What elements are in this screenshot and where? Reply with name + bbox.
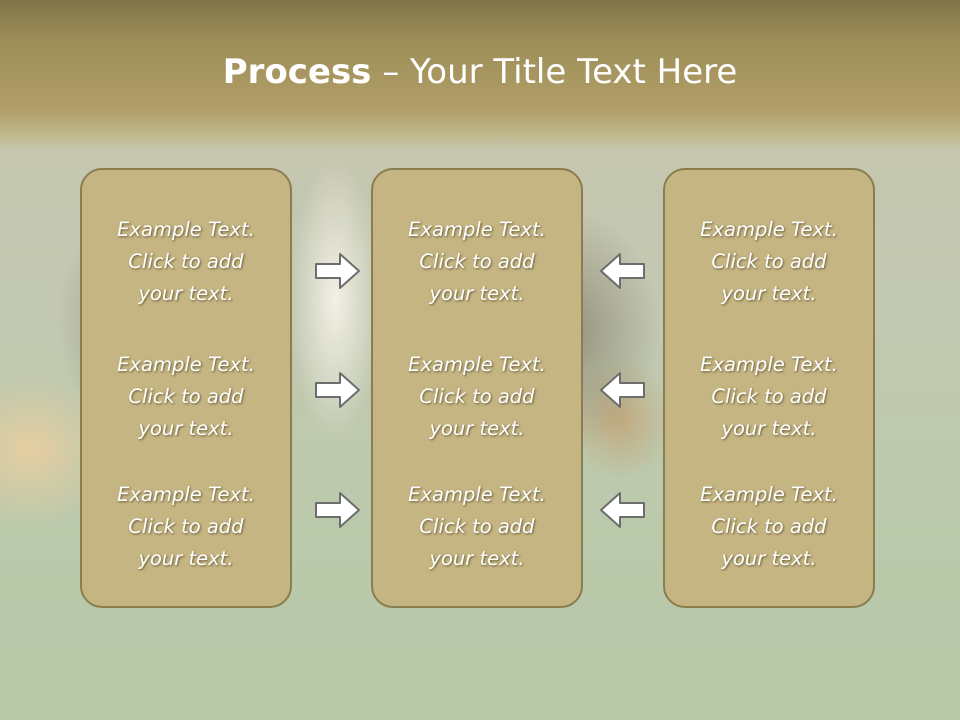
text-line: Example Text. xyxy=(408,218,546,241)
text-block[interactable]: Example Text. Click to add your text. xyxy=(373,479,581,575)
text-block[interactable]: Example Text. Click to add your text. xyxy=(82,349,290,445)
text-line: your text. xyxy=(138,282,234,305)
text-line: your text. xyxy=(138,547,234,570)
text-line: Example Text. xyxy=(700,483,838,506)
text-block[interactable]: Example Text. Click to add your text. xyxy=(665,349,873,445)
left-arrow-icon xyxy=(600,372,645,408)
text-line: Click to add xyxy=(128,515,244,538)
text-block[interactable]: Example Text. Click to add your text. xyxy=(665,479,873,575)
process-panel-right[interactable]: Example Text. Click to add your text. Ex… xyxy=(663,168,875,608)
text-line: your text. xyxy=(429,547,525,570)
text-line: Example Text. xyxy=(117,353,255,376)
right-arrow-icon xyxy=(315,492,360,528)
text-line: Click to add xyxy=(419,515,535,538)
text-block[interactable]: Example Text. Click to add your text. xyxy=(665,214,873,310)
text-line: Click to add xyxy=(711,515,827,538)
text-block[interactable]: Example Text. Click to add your text. xyxy=(373,214,581,310)
text-line: Example Text. xyxy=(408,353,546,376)
text-line: Example Text. xyxy=(700,353,838,376)
text-line: your text. xyxy=(721,547,817,570)
text-line: Click to add xyxy=(128,385,244,408)
slide-title[interactable]: Process – Your Title Text Here xyxy=(0,52,960,92)
text-line: Click to add xyxy=(128,250,244,273)
title-strong: Process xyxy=(222,52,372,92)
left-arrow-icon xyxy=(600,253,645,289)
text-line: Click to add xyxy=(419,250,535,273)
text-line: your text. xyxy=(429,417,525,440)
text-line: Example Text. xyxy=(117,483,255,506)
text-line: Click to add xyxy=(711,385,827,408)
text-line: Example Text. xyxy=(117,218,255,241)
title-bar xyxy=(0,0,960,150)
text-line: Click to add xyxy=(419,385,535,408)
title-rest: – Your Title Text Here xyxy=(371,52,738,92)
text-line: your text. xyxy=(138,417,234,440)
text-line: your text. xyxy=(429,282,525,305)
right-arrow-icon xyxy=(315,253,360,289)
text-block[interactable]: Example Text. Click to add your text. xyxy=(82,214,290,310)
process-panel-left[interactable]: Example Text. Click to add your text. Ex… xyxy=(80,168,292,608)
text-line: your text. xyxy=(721,417,817,440)
text-line: your text. xyxy=(721,282,817,305)
left-arrow-icon xyxy=(600,492,645,528)
text-line: Example Text. xyxy=(700,218,838,241)
text-line: Example Text. xyxy=(408,483,546,506)
right-arrow-icon xyxy=(315,372,360,408)
text-line: Click to add xyxy=(711,250,827,273)
process-panel-center[interactable]: Example Text. Click to add your text. Ex… xyxy=(371,168,583,608)
text-block[interactable]: Example Text. Click to add your text. xyxy=(373,349,581,445)
text-block[interactable]: Example Text. Click to add your text. xyxy=(82,479,290,575)
